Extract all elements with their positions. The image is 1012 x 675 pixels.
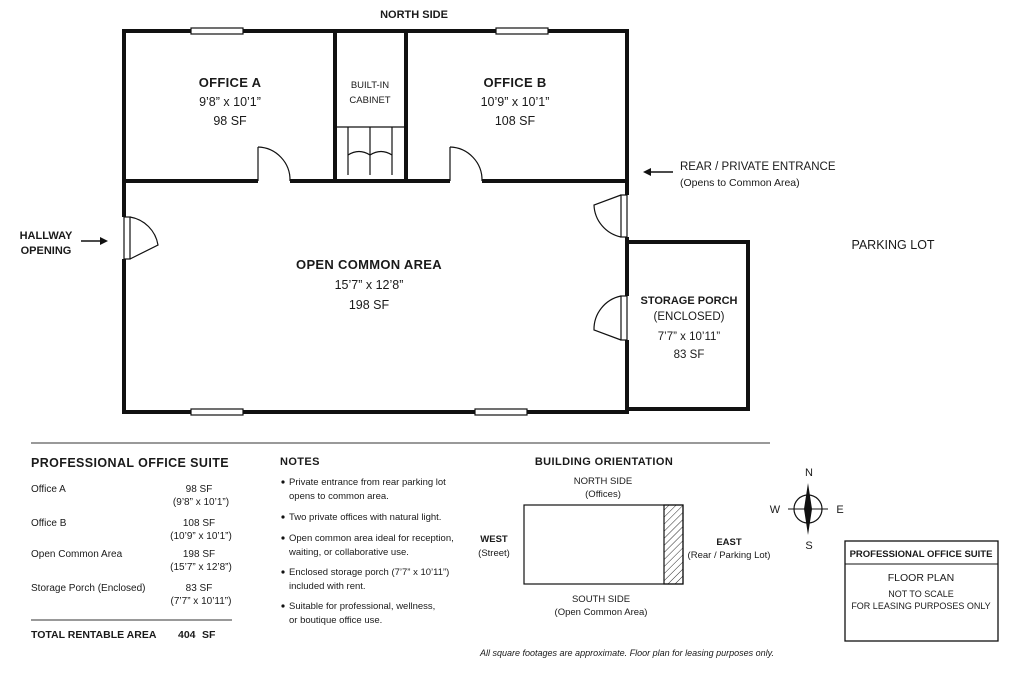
list-item: Two private offices with natural light. xyxy=(281,512,441,523)
summary-title: PROFESSIONAL OFFICE SUITE xyxy=(31,456,229,470)
orientation-south-line2: (Open Common Area) xyxy=(555,607,648,618)
window-common-right xyxy=(474,408,528,416)
svg-text:108 SF: 108 SF xyxy=(183,518,215,529)
orientation-north-line1: NORTH SIDE xyxy=(574,476,632,487)
built-in-cabinet xyxy=(335,126,406,175)
door-office-b-icon xyxy=(449,146,483,185)
list-item: Suitable for professional, wellness, or … xyxy=(281,601,435,626)
cabinet-label-line2: CABINET xyxy=(349,95,390,106)
office-a-dims: 9’8” x 10’1” xyxy=(199,95,261,109)
svg-text:83 SF: 83 SF xyxy=(186,583,213,594)
orientation-south-line1: SOUTH SIDE xyxy=(572,594,630,605)
svg-text:Storage Porch (Enclosed): Storage Porch (Enclosed) xyxy=(31,583,146,594)
orientation-east-line2: (Rear / Parking Lot) xyxy=(688,550,771,561)
door-hallway-icon xyxy=(120,216,159,260)
door-storage-porch-icon xyxy=(593,295,631,341)
svg-text:(9’8” x 10’1”): (9’8” x 10’1”) xyxy=(173,497,229,508)
hallway-label-line1: HALLWAY xyxy=(20,230,73,242)
office-a-area: 98 SF xyxy=(213,114,247,128)
porch-dims: 7’7” x 10’11” xyxy=(658,331,721,343)
svg-text:Office B: Office B xyxy=(31,518,67,529)
storage-porch-walls xyxy=(625,240,750,411)
compass-rose-icon: N S E W xyxy=(770,467,844,552)
svg-text:Open common area ideal for rec: Open common area ideal for reception, xyxy=(289,533,454,544)
window-common-left xyxy=(190,408,244,416)
window-office-b xyxy=(495,27,549,35)
svg-text:Office A: Office A xyxy=(31,484,66,495)
list-item: Private entrance from rear parking lot o… xyxy=(281,477,446,502)
svg-text:Private entrance from rear par: Private entrance from rear parking lot xyxy=(289,477,446,488)
total-label: TOTAL RENTABLE AREA xyxy=(31,629,157,641)
floor-plan: NORTH SIDE xyxy=(20,9,935,416)
orientation-building-outline xyxy=(523,504,684,585)
office-b-dims: 10’9” x 10’1” xyxy=(481,95,550,109)
title-block-note2: FOR LEASING PURPOSES ONLY xyxy=(851,601,990,611)
svg-text:Enclosed storage porch (7’7” x: Enclosed storage porch (7’7” x 10’11”) xyxy=(289,567,449,578)
notes-title: NOTES xyxy=(280,456,320,468)
svg-text:waiting, or collaborative use.: waiting, or collaborative use. xyxy=(288,547,409,558)
common-area-dims: 15’7” x 12’8” xyxy=(335,278,404,292)
title-block-subtitle: FLOOR PLAN xyxy=(888,572,955,584)
door-office-a-icon xyxy=(257,146,291,185)
common-area-name: OPEN COMMON AREA xyxy=(296,257,442,272)
compass-s: S xyxy=(805,540,812,552)
summary-row: Storage Porch (Enclosed) 83 SF (7’7” x 1… xyxy=(31,583,231,607)
compass-w: W xyxy=(770,504,781,516)
north-side-label: NORTH SIDE xyxy=(380,9,448,21)
summary-row: Open Common Area 198 SF (15’7” x 12’8”) xyxy=(31,549,232,573)
svg-text:(7’7” x 10’11”): (7’7” x 10’11”) xyxy=(171,596,232,607)
list-item: Enclosed storage porch (7’7” x 10’11”) i… xyxy=(281,567,449,592)
orientation-north-line2: (Offices) xyxy=(585,489,621,500)
office-a-name: OFFICE A xyxy=(199,75,262,90)
summary-row: Office A 98 SF (9’8” x 10’1”) xyxy=(31,484,229,508)
orientation-porch-hatch xyxy=(663,504,684,585)
parking-lot-label: PARKING LOT xyxy=(851,238,934,252)
svg-text:Two private offices with natur: Two private offices with natural light. xyxy=(289,512,441,523)
porch-area: 83 SF xyxy=(674,349,705,361)
rear-entrance-label-line1: REAR / PRIVATE ENTRANCE xyxy=(680,161,836,173)
area-summary: PROFESSIONAL OFFICE SUITE Office A 98 SF… xyxy=(31,456,232,641)
summary-row: Office B 108 SF (10’9” x 10’1”) xyxy=(31,518,232,542)
svg-text:Suitable for professional, wel: Suitable for professional, wellness, xyxy=(289,601,435,612)
building-orientation: BUILDING ORIENTATION NORTH SIDE (Offices… xyxy=(478,456,770,618)
notes: NOTES Private entrance from rear parking… xyxy=(280,456,454,626)
compass-e: E xyxy=(836,504,843,516)
total-unit: SF xyxy=(202,629,216,641)
title-block: PROFESSIONAL OFFICE SUITE FLOOR PLAN NOT… xyxy=(844,540,999,642)
orientation-title: BUILDING ORIENTATION xyxy=(535,456,673,468)
svg-text:or boutique office use.: or boutique office use. xyxy=(289,615,382,626)
svg-text:Open Common Area: Open Common Area xyxy=(31,549,123,560)
title-block-title: PROFESSIONAL OFFICE SUITE xyxy=(850,549,993,560)
window-office-a xyxy=(190,27,244,35)
svg-text:opens to common area.: opens to common area. xyxy=(289,491,389,502)
title-block-note1: NOT TO SCALE xyxy=(888,589,954,599)
office-b-area: 108 SF xyxy=(495,114,536,128)
door-rear-entrance-icon xyxy=(593,194,631,238)
orientation-east-line1: EAST xyxy=(716,537,742,548)
svg-text:(10’9” x 10’1”): (10’9” x 10’1”) xyxy=(170,531,232,542)
hallway-arrow-icon xyxy=(81,237,108,245)
rear-entrance-arrow-icon xyxy=(643,168,673,176)
common-area-area: 198 SF xyxy=(349,298,390,312)
office-b-name: OFFICE B xyxy=(483,75,546,90)
svg-text:198 SF: 198 SF xyxy=(183,549,215,560)
main-building-walls xyxy=(122,29,629,414)
list-item: Open common area ideal for reception, wa… xyxy=(281,533,454,558)
total-value: 404 xyxy=(178,629,196,641)
footer-disclaimer: All square footages are approximate. Flo… xyxy=(479,648,774,658)
porch-name: STORAGE PORCH xyxy=(641,295,738,307)
svg-text:98 SF: 98 SF xyxy=(186,484,213,495)
cabinet-label-line1: BUILT-IN xyxy=(351,80,389,91)
compass-n: N xyxy=(805,467,813,479)
porch-sub: (ENCLOSED) xyxy=(654,311,725,323)
svg-text:(15’7” x 12’8”): (15’7” x 12’8”) xyxy=(170,562,232,573)
hallway-label-line2: OPENING xyxy=(21,245,72,257)
orientation-west-line2: (Street) xyxy=(478,548,510,559)
rear-entrance-label-line2: (Opens to Common Area) xyxy=(680,177,800,189)
svg-text:included with rent.: included with rent. xyxy=(289,581,366,592)
orientation-west-line1: WEST xyxy=(480,534,508,545)
